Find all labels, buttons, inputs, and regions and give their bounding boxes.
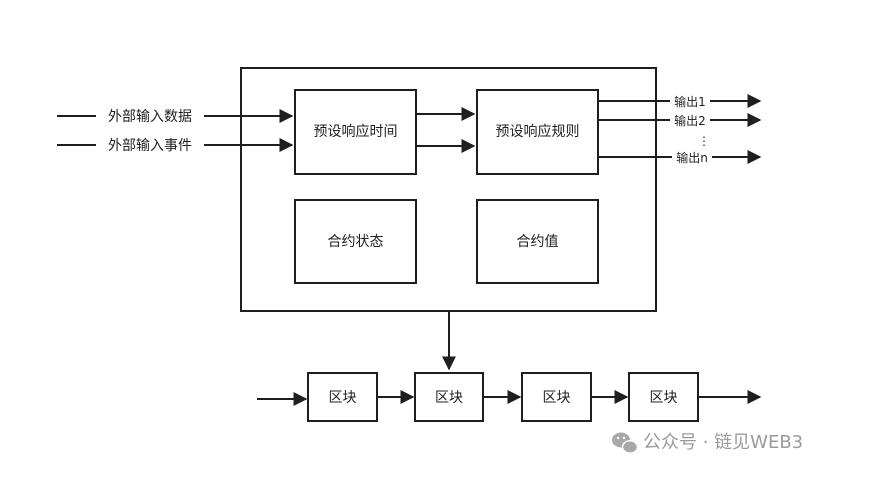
contract-state-label: 合约状态: [328, 234, 384, 250]
response-rule-box: [476, 89, 599, 175]
output-1-label-bg: [670, 94, 710, 108]
output-n-label-bg: [672, 150, 712, 164]
input-event-label: 外部输入事件: [108, 138, 192, 154]
block-1-label: 区块: [329, 390, 357, 406]
input-event-label-bg: [96, 135, 204, 155]
output-n-label: 输出n: [676, 150, 708, 165]
contract-state-box: [294, 199, 417, 284]
contract-value-box: [476, 199, 599, 284]
response-rule-label: 预设响应规则: [496, 123, 580, 140]
output-2-label: 输出2: [674, 113, 706, 128]
block-3: [521, 372, 592, 422]
block-2: [414, 372, 484, 422]
input-data-label-bg: [96, 106, 204, 126]
block-2-label: 区块: [435, 390, 463, 406]
block-4: [628, 372, 699, 422]
block-4-label: 区块: [650, 390, 678, 406]
block-1: [307, 372, 378, 422]
output-2-label-bg: [670, 113, 710, 127]
contract-value-label: 合约值: [517, 234, 559, 250]
output-1-label: 输出1: [674, 94, 706, 109]
input-data-label: 外部输入数据: [108, 109, 192, 125]
response-time-label: 预设响应时间: [314, 123, 398, 140]
wechat-icon: [612, 432, 639, 454]
block-3-label: 区块: [543, 390, 571, 406]
output-ellipsis: ⋮: [698, 134, 710, 148]
watermark-text: 公众号 · 链见WEB3: [643, 432, 803, 453]
response-time-box: [294, 89, 417, 175]
